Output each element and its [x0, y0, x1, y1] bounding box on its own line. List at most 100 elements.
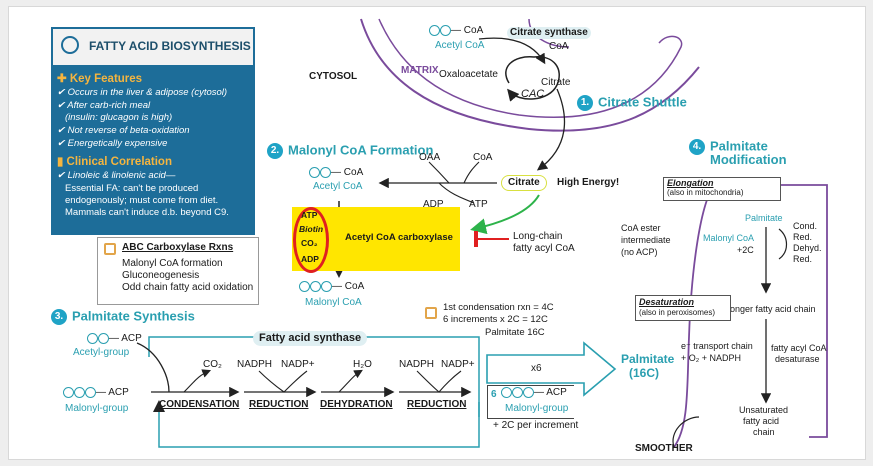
clinical-subitem: Essential FA: can't be produced: [65, 183, 199, 194]
palmitate-synthesis-title: 3.Palmitate Synthesis: [51, 308, 195, 325]
co2-arc: [183, 369, 212, 393]
cycle-step: Dehyd.: [793, 243, 822, 253]
clinical-item: ✔ Linoleic & linolenic acid—: [57, 170, 176, 181]
loop-malonyl-acp: — ACP: [501, 387, 567, 399]
h2o-label: H₂O: [353, 359, 372, 370]
matrix-label: MATRIX: [401, 65, 439, 76]
outer-membrane: [360, 18, 700, 132]
nadph1-arc: [258, 370, 308, 393]
feature-item: ✔ Not reverse of beta-oxidation: [57, 125, 190, 136]
six-label: 6: [491, 389, 497, 400]
inner-fold: [528, 18, 570, 48]
feature-item: ✔ After carb-rich meal: [57, 100, 151, 111]
x6-arrow: [486, 341, 617, 397]
abc-item: Odd chain fatty acid oxidation: [122, 282, 254, 293]
desaturation-note: (also in peroxisomes): [639, 308, 716, 317]
oaa-label: OAA: [419, 152, 441, 163]
panel-title: FATTY ACID BIOSYNTHESIS: [89, 39, 251, 53]
cytosol-label: CYTOSOL: [309, 71, 358, 82]
acetyl-coa-cytosol-label: Acetyl CoA: [313, 181, 363, 192]
cac-label: CAC: [521, 88, 545, 100]
note-icon: [425, 307, 437, 319]
h2o-arc: [338, 369, 363, 393]
abc-item: Gluconeogenesis: [122, 270, 200, 281]
malonyl-formation-title: 2.Malonyl CoA Formation: [267, 142, 433, 159]
malonyl-group-label: Malonyl-group: [65, 403, 129, 414]
acetyl-in-arrow: [136, 342, 170, 393]
cofactor-circle: [293, 207, 329, 273]
inhibitor-line1: Long-chain: [513, 231, 563, 242]
modification-title-line2: Modification: [710, 152, 787, 167]
palmitate-carbons: (16C): [629, 366, 660, 380]
smoother-pointer: [672, 416, 700, 448]
note-icon: [104, 243, 116, 255]
malonyl-coa: — CoA: [299, 281, 364, 293]
unsaturated-label-3: chain: [753, 427, 775, 437]
step-condensation: CONDENSATION: [159, 399, 240, 410]
coa-ester-line: CoA ester: [621, 223, 661, 233]
acetyl-coa-top: — CoA: [429, 25, 483, 37]
step-reduction-1: REDUCTION: [249, 399, 309, 410]
nadph2-arc: [416, 370, 462, 393]
unsaturated-label: Unsaturated: [739, 405, 789, 415]
citrate-export-arrow: [536, 88, 566, 171]
nadp-label-2: NADP+: [441, 359, 475, 370]
citrate-activation-arrow: [470, 194, 540, 235]
feature-subitem: (insulin: glucagon is high): [65, 112, 173, 123]
coa-input-label: CoA: [473, 152, 493, 163]
cycle-step: Cond.: [793, 221, 818, 231]
panel-header: FATTY ACID BIOSYNTHESIS: [51, 27, 255, 67]
palmitate-input: Palmitate: [745, 213, 783, 223]
malonyl-coa-label: Malonyl CoA: [305, 297, 362, 308]
desaturase-label: fatty acyl CoA: [771, 343, 827, 353]
co2-label: CO₂: [203, 359, 222, 370]
etc-inputs: + O₂ + NADPH: [681, 353, 742, 363]
step-reduction-2: REDUCTION: [407, 399, 467, 410]
coa-ester-line: intermediate: [621, 235, 671, 245]
citrate-matrix: Citrate: [541, 77, 571, 88]
citrate-synthase-label: Citrate synthase: [507, 27, 591, 39]
step-dehydration: DEHYDRATION: [320, 399, 393, 410]
cycle-brace: [778, 228, 788, 260]
note-line: 1st condensation rxn = 4C: [443, 302, 554, 313]
key-features-panel: FATTY ACID BIOSYNTHESIS ✚ Key Features ✔…: [51, 27, 255, 235]
plus-2c-mod: +2C: [737, 245, 754, 255]
oaa-matrix: Oxaloacetate: [439, 69, 498, 80]
loop-malonyl-group: Malonyl-group: [505, 403, 569, 414]
elongation-note: (also in mitochondria): [667, 188, 744, 197]
acetyl-acp: — ACP: [87, 333, 142, 345]
cycle-step: Red.: [793, 232, 813, 242]
unsaturated-label-2: fatty acid: [743, 416, 780, 426]
abc-item: Malonyl CoA formation: [122, 258, 223, 269]
acetyl-group-label: Acetyl-group: [73, 347, 130, 358]
plus-icon: ✚: [57, 73, 67, 85]
inner-membrane: [378, 18, 683, 118]
nadph-label-1: NADPH: [237, 359, 273, 370]
cac-cycle: [505, 56, 560, 102]
citrate-synthase-arrow: [478, 37, 546, 65]
citrate-cytosol: Citrate: [501, 175, 547, 191]
feature-item: ✔ Occurs in the liver & adipose (cytosol…: [57, 87, 228, 98]
cofactor-atp: ATP: [301, 210, 318, 220]
note-line: 6 increments x 2C = 12C: [443, 314, 548, 325]
oaa-arc: [428, 161, 450, 184]
etc-label: e⁻ transport chain: [681, 341, 753, 351]
coa-arc: [463, 161, 480, 184]
nadp-label-1: NADP+: [281, 359, 315, 370]
cofactor-biotin: Biotin: [299, 224, 324, 234]
smoother-label: SMOOTHER: [635, 443, 693, 454]
adp-label: ADP: [423, 199, 444, 210]
plus-2c-label: + 2C per increment: [493, 420, 579, 431]
abc-carboxylase-box: ABC Carboxylase Rxns Malonyl CoA formati…: [97, 237, 259, 305]
feature-item: ✔ Energetically expensive: [57, 138, 168, 149]
nadph-label-2: NADPH: [399, 359, 435, 370]
clinical-subitem: Mammals can't induce d.b. beyond C9.: [65, 207, 229, 218]
key-features-heading: ✚ Key Features: [57, 73, 143, 85]
dna-icon: [61, 36, 79, 54]
acetyl-coa-cytosol: — CoA: [309, 167, 363, 179]
elongation-box: Elongation (also in mitochondria): [663, 177, 781, 201]
inhibitor-line2: fatty acyl CoA: [513, 243, 575, 254]
diagram-canvas: FATTY ACID BIOSYNTHESIS ✚ Key Features ✔…: [8, 6, 866, 460]
citrate-shuttle-title: 1.Citrate Shuttle: [577, 94, 687, 111]
atp-label: ATP: [469, 199, 488, 210]
